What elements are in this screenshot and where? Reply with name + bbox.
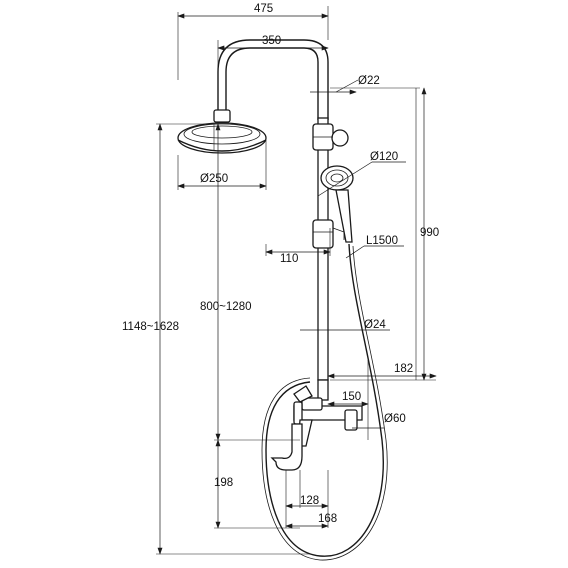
dim-adjustable-height: 800~1280 <box>200 301 252 313</box>
dim-spout-height: 198 <box>214 477 233 489</box>
dim-total-height: 1148~1628 <box>122 321 179 333</box>
dim-connection-spacing: 150 <box>342 391 361 403</box>
dim-spout-reach: 128 <box>300 495 319 507</box>
dim-line-22-b <box>335 79 359 93</box>
slide-holder <box>312 219 345 249</box>
dim-overhead-diameter: Ø250 <box>200 173 228 185</box>
dim-holder-offset: 110 <box>280 253 298 265</box>
shower-hose-inner <box>261 245 388 561</box>
dim-rail-height: 990 <box>420 227 439 239</box>
overhead-shower-head <box>177 109 267 154</box>
dim-wall-projection: 182 <box>394 363 413 375</box>
dim-pipe-diameter: Ø22 <box>358 75 380 87</box>
dimension-lines <box>157 13 437 555</box>
upper-riser-pipe <box>225 47 319 120</box>
dim-connector-diameter: Ø60 <box>384 413 406 425</box>
hand-shower <box>320 165 354 243</box>
dim-total-width: 475 <box>254 3 273 15</box>
dim-line-1500 <box>345 245 365 259</box>
dim-arm-reach: 350 <box>262 35 281 47</box>
main-rail <box>317 117 329 381</box>
dimension-labels: 475 350 Ø22 Ø250 Ø120 110 L1500 990 800~… <box>122 3 439 525</box>
dim-hose-length: L1500 <box>366 235 398 247</box>
dim-line-120 <box>317 161 373 197</box>
upper-riser-pipe-inner <box>217 39 329 120</box>
dim-spout-length: 168 <box>318 513 337 525</box>
bath-spout <box>270 423 303 471</box>
pipe-joint <box>312 123 349 151</box>
dim-lower-pipe-diameter: Ø24 <box>364 319 386 331</box>
shower-hose <box>265 243 384 557</box>
lower-pipe <box>317 379 329 401</box>
dim-hand-shower-diameter: Ø120 <box>370 151 398 163</box>
extension-lines <box>156 6 436 555</box>
